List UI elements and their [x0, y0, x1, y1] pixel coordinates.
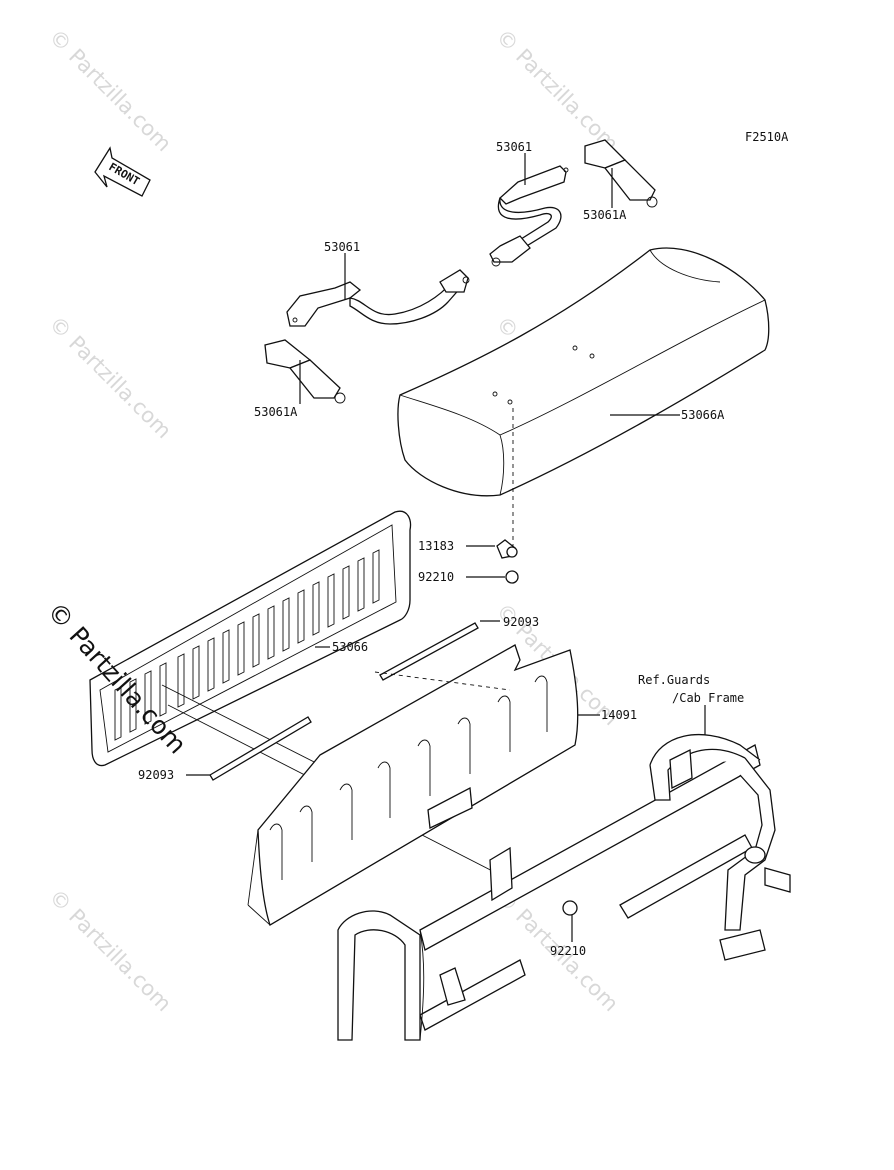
- watermark-text: © Partzilla.com: [44, 885, 176, 1017]
- watermark-text: © Partzilla.com: [44, 25, 176, 157]
- callout-53061a: 53061A: [583, 208, 627, 222]
- seat-bracket-upper: [584, 139, 658, 208]
- watermark-text: © Partzilla.com: [44, 312, 176, 444]
- back-panel: [247, 644, 579, 926]
- backrest: [89, 510, 511, 881]
- callout-labels: 53061 53061A 53061 53061A 53066A 13183 9…: [138, 140, 744, 958]
- front-arrow-icon: FRONT: [94, 146, 151, 197]
- callout-92093: 92093: [138, 768, 174, 782]
- spacer-strip-top: [379, 622, 479, 681]
- reference-label-line1: Ref.Guards: [638, 673, 710, 687]
- backrest-slots: [114, 549, 380, 741]
- cab-frame: [337, 733, 791, 1041]
- callout-53061: 53061: [324, 240, 360, 254]
- callout-53061a: 53061A: [254, 405, 298, 419]
- seat-strap-middle: [286, 269, 470, 327]
- watermark-text: © Partzilla.com: [491, 25, 623, 157]
- clamp-and-nut: [496, 539, 519, 584]
- spacer-strip-left: [209, 716, 312, 781]
- callout-53061: 53061: [496, 140, 532, 154]
- callout-92210: 92210: [418, 570, 454, 584]
- callout-92093: 92093: [503, 615, 539, 629]
- leader-lines: [186, 153, 706, 942]
- callout-53066: 53066: [332, 640, 368, 654]
- seat-cushion: [397, 247, 770, 548]
- seat-bracket-left: [264, 339, 346, 404]
- reference-label-line2: /Cab Frame: [672, 691, 744, 705]
- seat-strap-upper: [489, 165, 569, 267]
- panel-ribs: [269, 675, 548, 880]
- callout-14091: 14091: [601, 708, 637, 722]
- diagram-code: F2510A: [745, 130, 789, 144]
- callout-53066a: 53066A: [681, 408, 725, 422]
- callout-13183: 13183: [418, 539, 454, 553]
- callout-92210: 92210: [550, 944, 586, 958]
